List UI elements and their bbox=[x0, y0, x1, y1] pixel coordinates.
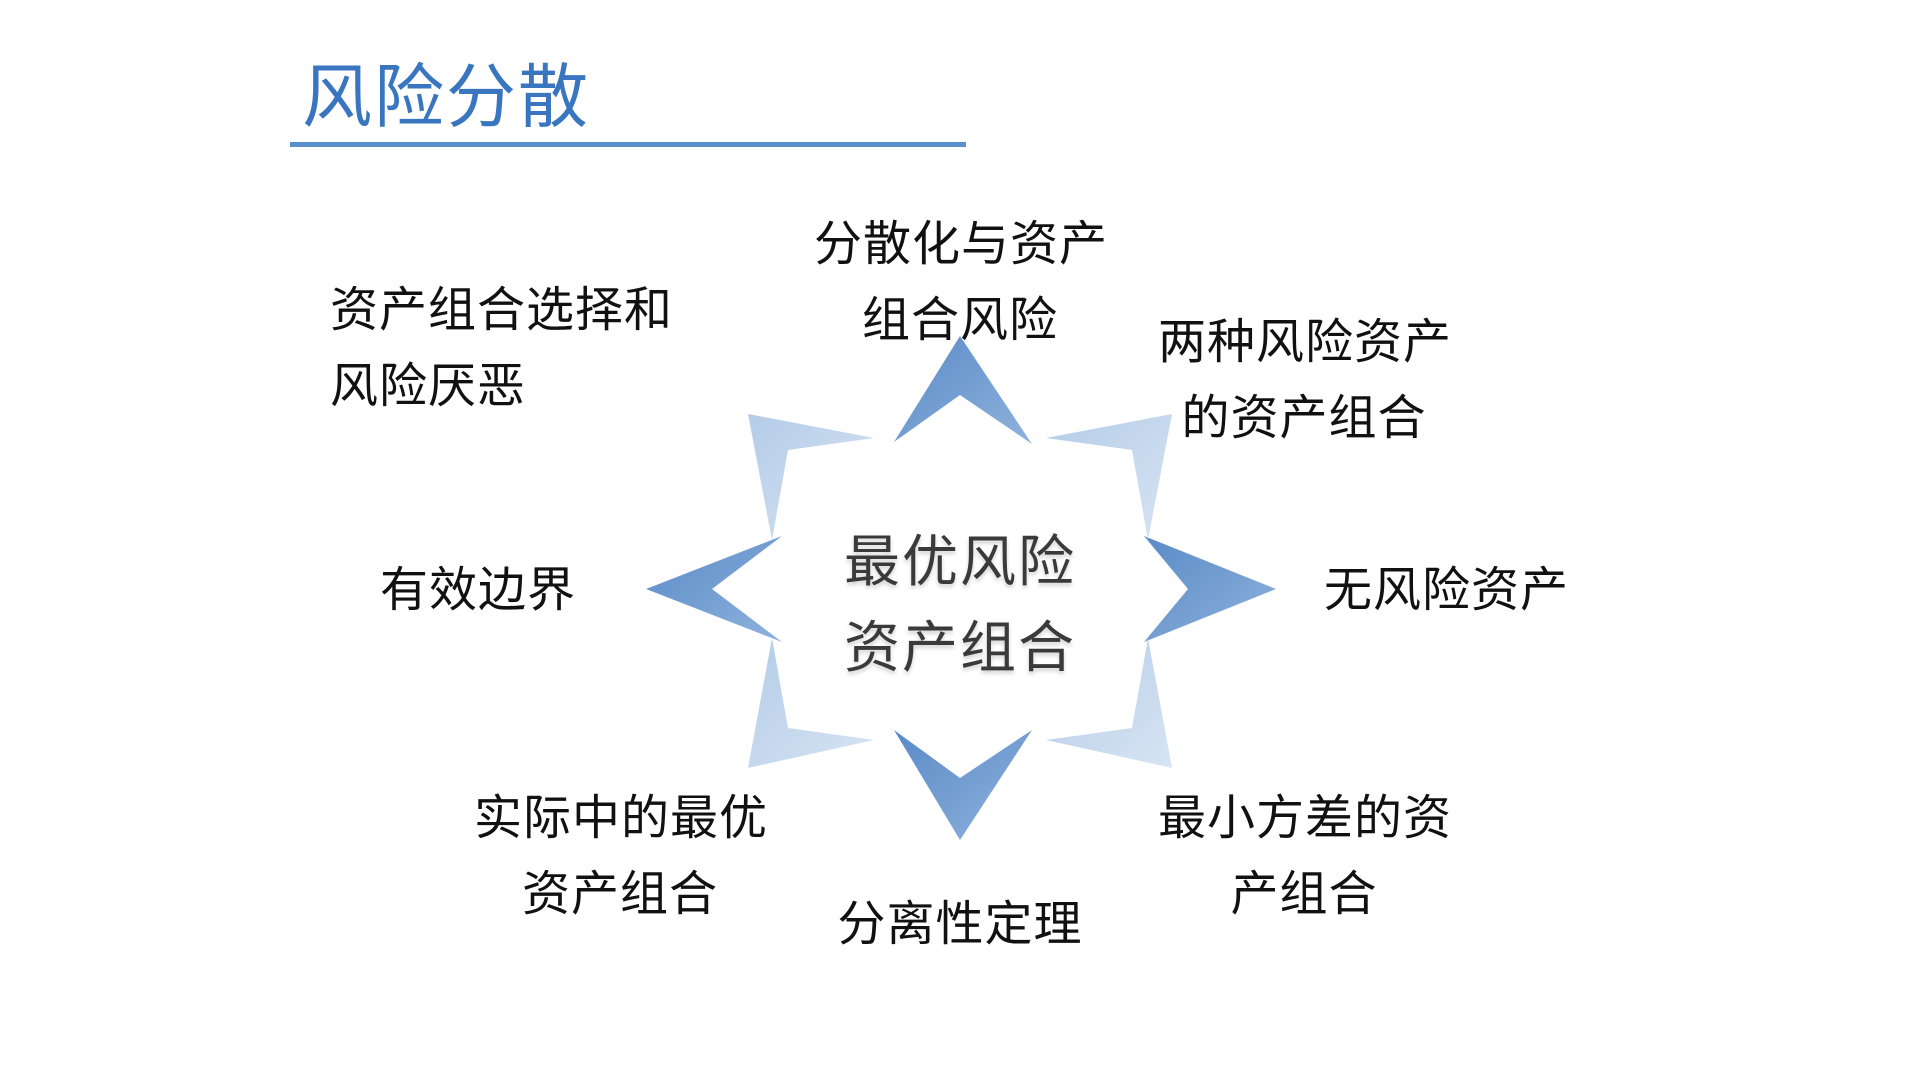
title-underline bbox=[290, 142, 966, 147]
node-right: 无风险资产 bbox=[1324, 552, 1569, 628]
slide-title: 风险分散 bbox=[302, 56, 590, 138]
chevron-top-left bbox=[748, 414, 874, 540]
chevron-right bbox=[1144, 536, 1276, 642]
chevron-left bbox=[646, 536, 782, 642]
node-top-right-line1: 两种风险资产 bbox=[1158, 314, 1453, 370]
node-left-line1: 有效边界 bbox=[380, 562, 577, 618]
node-top-line1: 分散化与资产 bbox=[814, 216, 1109, 272]
node-bottom-right-line2: 产组合 bbox=[1230, 866, 1378, 922]
chevron-bottom-right bbox=[1046, 638, 1172, 768]
node-right-line1: 无风险资产 bbox=[1324, 562, 1570, 618]
node-top-left-line1: 资产组合选择和 bbox=[330, 282, 674, 338]
center-label: 最优风险 资产组合 bbox=[820, 520, 1100, 692]
chevron-bottom-left bbox=[748, 638, 874, 768]
node-top-right: 两种风险资产 的资产组合 bbox=[1158, 304, 1453, 456]
node-left: 有效边界 bbox=[380, 552, 576, 628]
chevron-top-right bbox=[1046, 414, 1172, 540]
node-bottom: 分离性定理 bbox=[830, 886, 1090, 962]
center-label-line2: 资产组合 bbox=[844, 616, 1076, 681]
node-top-left: 资产组合选择和 风险厌恶 bbox=[330, 272, 673, 424]
node-top-right-line2: 的资产组合 bbox=[1181, 390, 1427, 446]
chevron-top bbox=[894, 336, 1032, 444]
node-bottom-left: 实际中的最优 资产组合 bbox=[474, 780, 769, 932]
chevron-bottom bbox=[894, 730, 1032, 840]
node-top-line2: 组合风险 bbox=[861, 292, 1058, 348]
node-bottom-left-line1: 实际中的最优 bbox=[474, 790, 769, 846]
node-bottom-right: 最小方差的资 产组合 bbox=[1158, 780, 1453, 932]
node-bottom-line1: 分离性定理 bbox=[837, 896, 1083, 952]
node-bottom-left-line2: 资产组合 bbox=[521, 866, 718, 922]
node-top-left-line2: 风险厌恶 bbox=[330, 358, 527, 414]
node-bottom-right-line1: 最小方差的资 bbox=[1158, 790, 1453, 846]
center-label-line1: 最优风险 bbox=[844, 530, 1076, 595]
node-top: 分散化与资产 组合风险 bbox=[814, 206, 1109, 358]
